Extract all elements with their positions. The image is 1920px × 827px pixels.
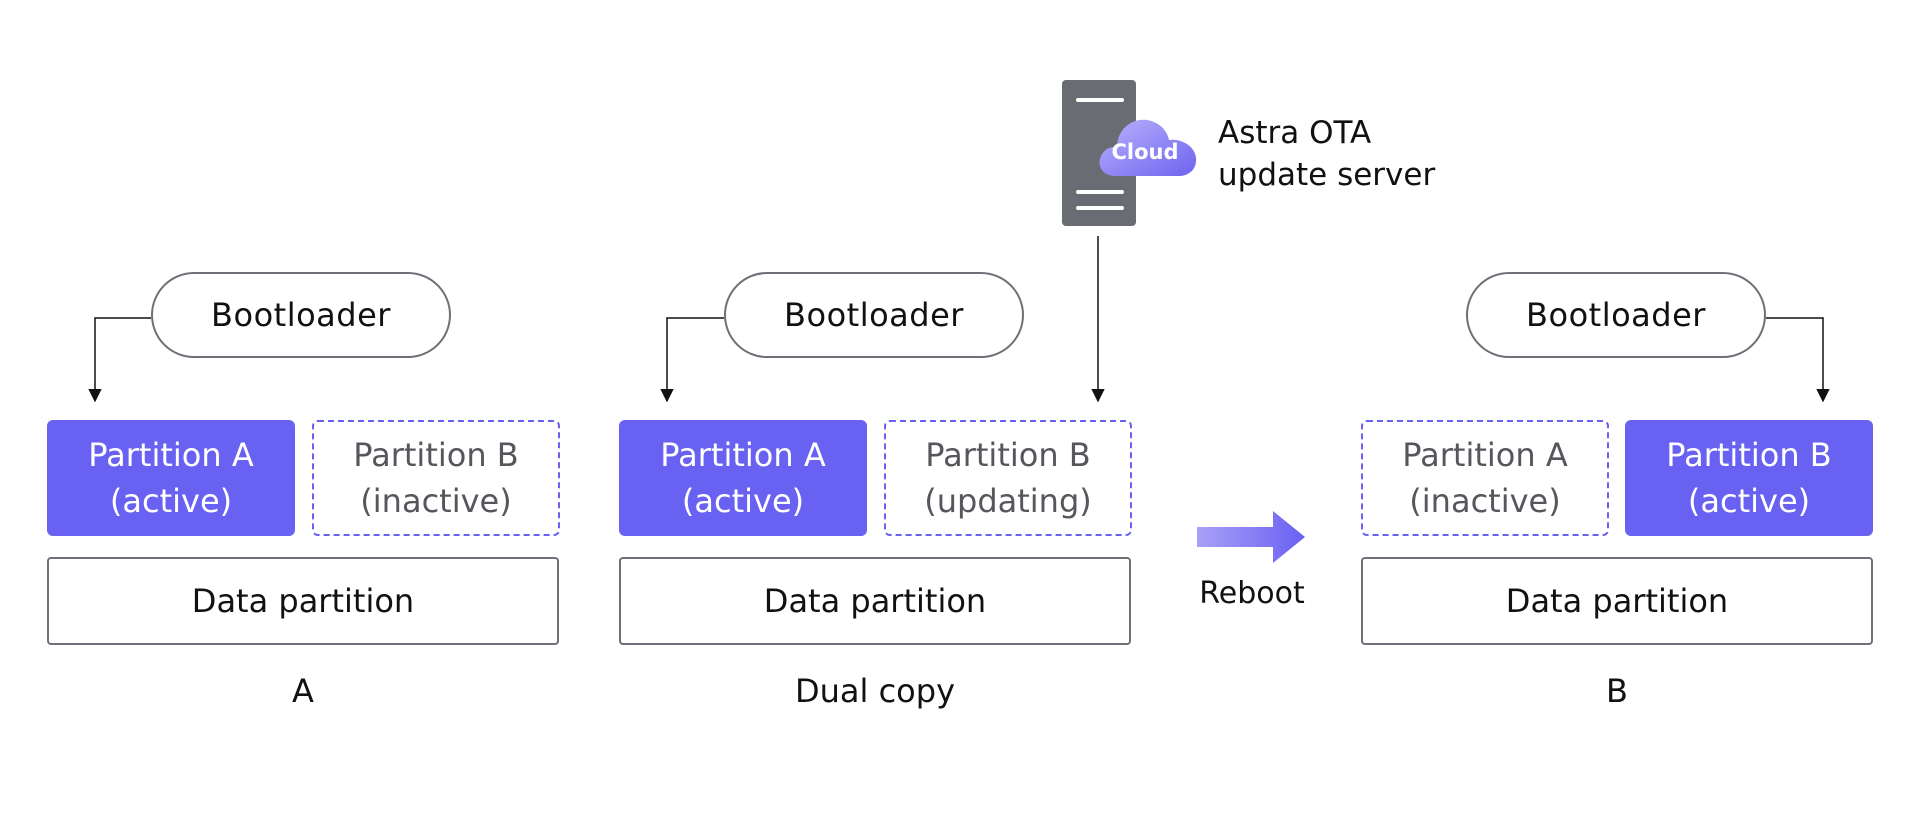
partition-label: Partition B <box>925 436 1091 474</box>
partition-a-active: Partition A (active) <box>619 420 867 536</box>
partition-label: Partition A <box>88 436 254 474</box>
partition-b-updating: Partition B (updating) <box>884 420 1132 536</box>
partition-a-active: Partition A (active) <box>47 420 295 536</box>
partition-state: (active) <box>681 482 805 520</box>
partition-state: (updating) <box>924 482 1092 520</box>
partition-label: Partition B <box>1666 436 1832 474</box>
data-partition-dual: Data partition <box>619 557 1131 645</box>
partition-state: (inactive) <box>360 482 512 520</box>
partition-state: (inactive) <box>1409 482 1561 520</box>
caption-a: A <box>292 672 314 710</box>
caption-b: B <box>1606 672 1628 710</box>
server-bar <box>1076 206 1124 210</box>
server-bar <box>1076 190 1124 194</box>
bootloader-b: Bootloader <box>1466 272 1766 358</box>
bootloader-a: Bootloader <box>151 272 451 358</box>
partition-label: Partition A <box>660 436 826 474</box>
partition-label: Partition B <box>353 436 519 474</box>
server-label-line1: Astra OTA <box>1218 115 1372 151</box>
data-partition-a: Data partition <box>47 557 559 645</box>
partition-b-inactive: Partition B (inactive) <box>312 420 560 536</box>
server-label: Astra OTA update server <box>1218 112 1435 196</box>
partition-label: Partition A <box>1402 436 1568 474</box>
reboot-label: Reboot <box>1199 576 1305 611</box>
partition-b-active: Partition B (active) <box>1625 420 1873 536</box>
caption-dual-copy: Dual copy <box>794 672 955 710</box>
partition-state: (active) <box>109 482 233 520</box>
bootloader-dual: Bootloader <box>724 272 1024 358</box>
cloud-label: Cloud <box>1111 140 1179 164</box>
partition-state: (active) <box>1687 482 1811 520</box>
partition-a-inactive: Partition A (inactive) <box>1361 420 1609 536</box>
cloud-icon <box>1099 119 1197 176</box>
data-partition-b: Data partition <box>1361 557 1873 645</box>
server-bar <box>1076 98 1124 102</box>
server-label-line2: update server <box>1218 157 1436 193</box>
arrow-right-icon <box>1197 511 1305 563</box>
